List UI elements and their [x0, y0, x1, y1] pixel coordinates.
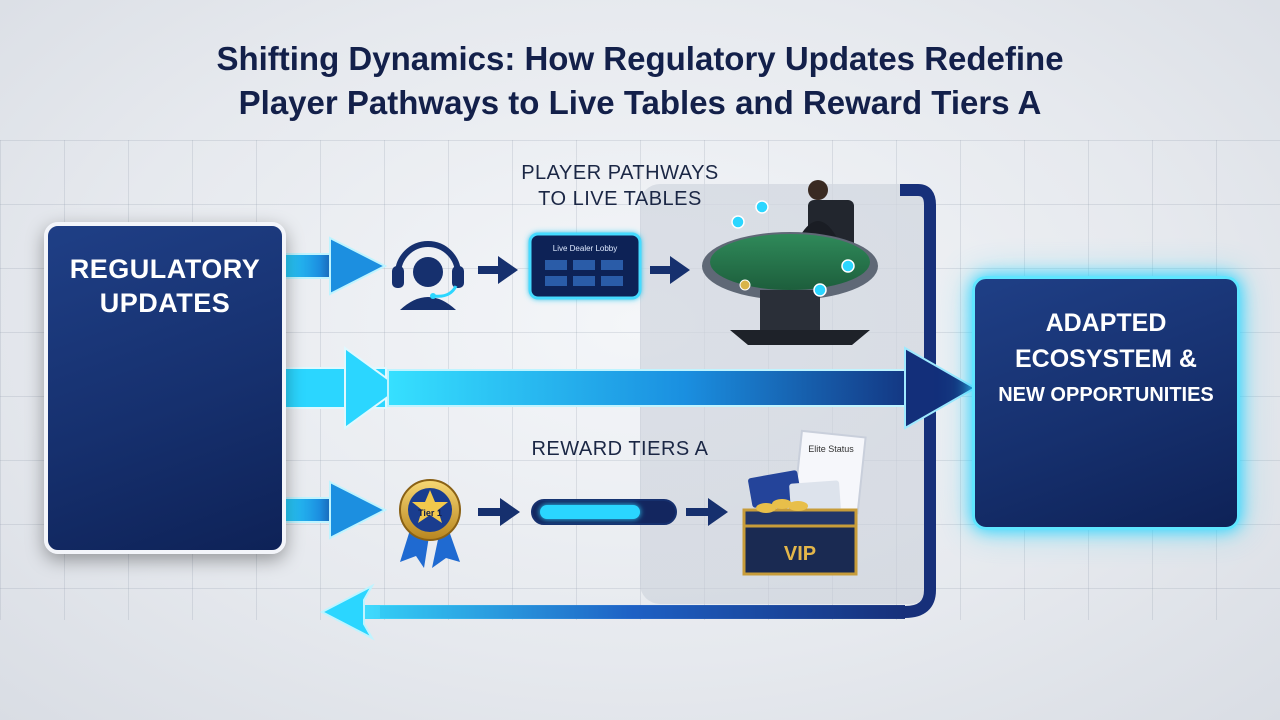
step-arrow-2 — [650, 256, 690, 284]
lobby-screen-icon — [528, 232, 642, 300]
lobby-screen-title: Live Dealer Lobby — [553, 244, 617, 253]
pathways-label-line2: TO LIVE TABLES — [538, 188, 702, 210]
reward-arrow-bottom — [281, 480, 388, 540]
vip-text: VIP — [784, 543, 816, 565]
right-box-line3: NEW OPPORTUNITIES — [998, 384, 1214, 406]
headset-agent-icon — [392, 241, 464, 310]
tier-badge-text: Tier 1 — [418, 508, 442, 518]
page-title-line2: Player Pathways to Live Tables and Rewar… — [238, 84, 1042, 121]
pathways-label-line1: PLAYER PATHWAYS — [521, 162, 719, 184]
adapted-ecosystem-box: ADAPTED ECOSYSTEM & NEW OPPORTUNITIES — [972, 276, 1240, 530]
rewards-label: REWARD TIERS A — [531, 438, 709, 460]
vip-chest-icon — [742, 429, 867, 576]
certificate-text: Elite Status — [808, 444, 854, 454]
right-box-line1: ADAPTED — [1045, 309, 1167, 337]
regulatory-updates-box: REGULATORY UPDATES — [44, 222, 286, 554]
step-arrow-4 — [686, 498, 728, 526]
page-title-line1: Shifting Dynamics: How Regulatory Update… — [216, 40, 1064, 77]
pathways-label: PLAYER PATHWAYS TO LIVE TABLES — [460, 160, 780, 212]
step-arrow-3 — [478, 498, 520, 526]
tier-badge-icon — [399, 479, 461, 568]
live-table-icon — [702, 180, 878, 345]
progress-bar-icon — [531, 499, 677, 525]
pathway-arrow-top — [281, 236, 388, 296]
left-box-line2: UPDATES — [99, 288, 231, 318]
right-box-line2: ECOSYSTEM & — [1015, 345, 1197, 373]
main-arrow-center — [265, 346, 978, 430]
left-box-line1: REGULATORY — [69, 254, 261, 284]
step-arrow-1 — [478, 256, 518, 284]
